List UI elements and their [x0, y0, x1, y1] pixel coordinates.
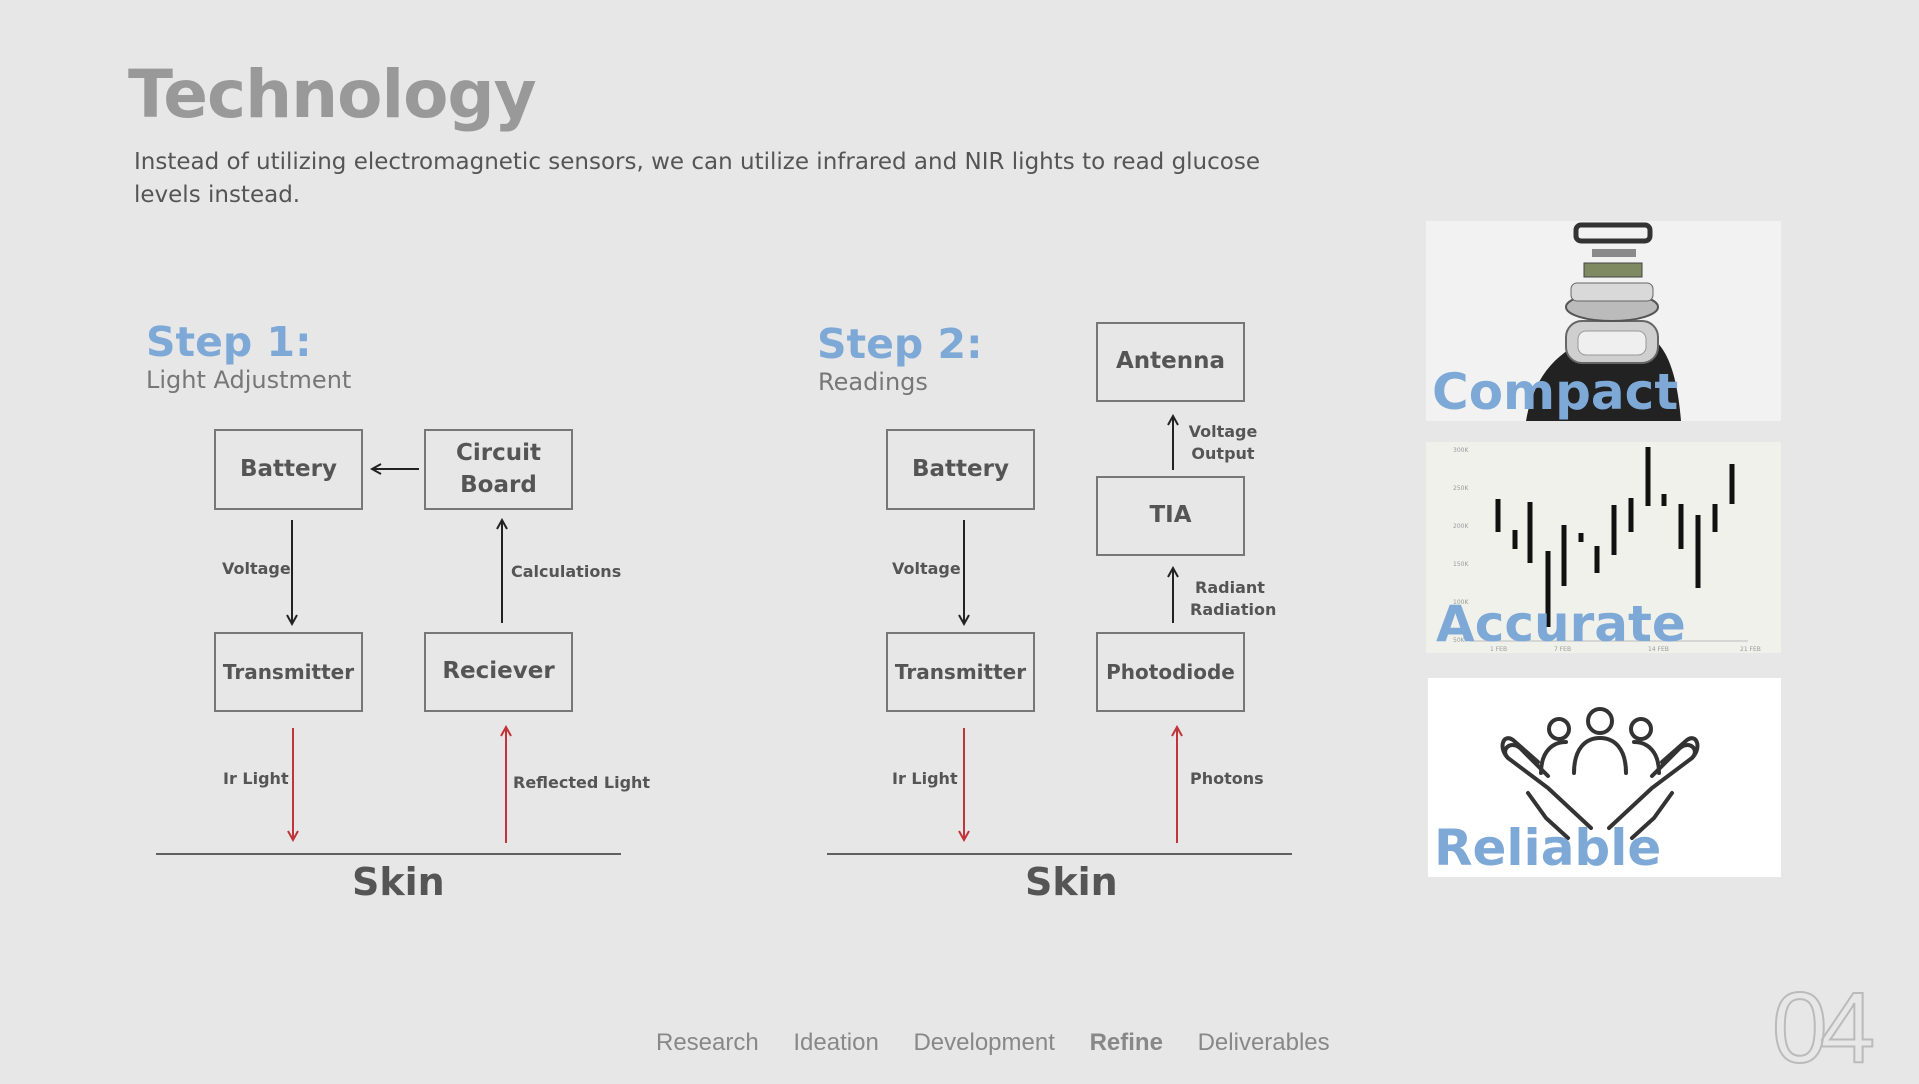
hands-people-icon — [1500, 707, 1700, 840]
svg-text:7 FEB: 7 FEB — [1554, 646, 1571, 653]
receiver-box: Reciever — [424, 632, 573, 712]
svg-text:150K: 150K — [1453, 561, 1469, 568]
photons-label: Photons — [1190, 769, 1264, 788]
step1-title: Step 1: — [146, 318, 312, 366]
slide-title: Technology — [128, 56, 537, 133]
svg-text:14 FEB: 14 FEB — [1648, 646, 1669, 653]
radiant-radiation-label: Radiant Radiation — [1190, 578, 1277, 619]
accurate-card: 300K 250K 200K 150K 100K 50K 1 FEB 7 FEB 14 FE… — [1426, 442, 1781, 653]
photodiode-box: Photodiode — [1096, 632, 1245, 712]
voltage-label-2: Voltage — [892, 559, 961, 578]
nav-item-refine[interactable]: Refine — [1089, 1029, 1163, 1056]
ir-light-label-2: Ir Light — [892, 769, 958, 788]
nav-item-ideation[interactable]: Ideation — [793, 1029, 879, 1056]
compact-card: Compact — [1426, 221, 1781, 421]
watch-exploded-image — [1526, 222, 1681, 421]
svg-text:100K: 100K — [1453, 599, 1469, 606]
reliable-card: Reliable — [1428, 678, 1781, 877]
svg-text:200K: 200K — [1453, 523, 1469, 530]
page-number: 04 — [1771, 972, 1876, 1084]
nav-item-research[interactable]: Research — [656, 1029, 759, 1056]
svg-text:1 FEB: 1 FEB — [1490, 646, 1507, 653]
battery-box: Battery — [214, 429, 363, 510]
voltage-label: Voltage — [222, 559, 291, 578]
reliable-word: Reliable — [1434, 819, 1662, 877]
section-nav: Research Ideation Development Refine Del… — [656, 1029, 1358, 1057]
svg-text:50K: 50K — [1453, 637, 1466, 644]
svg-text:21 FEB: 21 FEB — [1740, 646, 1761, 653]
ir-light-label: Ir Light — [223, 769, 289, 788]
nav-item-development[interactable]: Development — [913, 1029, 1055, 1056]
svg-text:250K: 250K — [1453, 485, 1469, 492]
step2-subtitle: Readings — [818, 368, 928, 396]
voltage-output-label: Voltage Output — [1188, 422, 1258, 463]
calculations-label: Calculations — [511, 562, 622, 581]
slide-subtitle: Instead of utilizing electromagnetic sen… — [134, 149, 1260, 208]
svg-text:300K: 300K — [1453, 447, 1469, 454]
transmitter-box: Transmitter — [214, 632, 363, 712]
skin-label-2: Skin — [1025, 860, 1118, 904]
reflected-light-label: Reflected Light — [513, 773, 651, 792]
nav-item-deliverables[interactable]: Deliverables — [1197, 1029, 1330, 1056]
accurate-word: Accurate — [1436, 595, 1686, 653]
tia-box: TIA — [1096, 476, 1245, 556]
step2-title: Step 2: — [817, 320, 983, 368]
antenna-box: Antenna — [1096, 322, 1245, 402]
battery-box-2: Battery — [886, 429, 1035, 510]
transmitter-box-2: Transmitter — [886, 632, 1035, 712]
skin-label: Skin — [352, 860, 445, 904]
circuit-board-box: Circuit Board — [424, 429, 573, 510]
stock-chart-image: 300K 250K 200K 150K 100K 50K 1 FEB 7 FEB 14 FE… — [1453, 447, 1761, 653]
step1-subtitle: Light Adjustment — [146, 366, 352, 394]
compact-word: Compact — [1432, 363, 1679, 421]
